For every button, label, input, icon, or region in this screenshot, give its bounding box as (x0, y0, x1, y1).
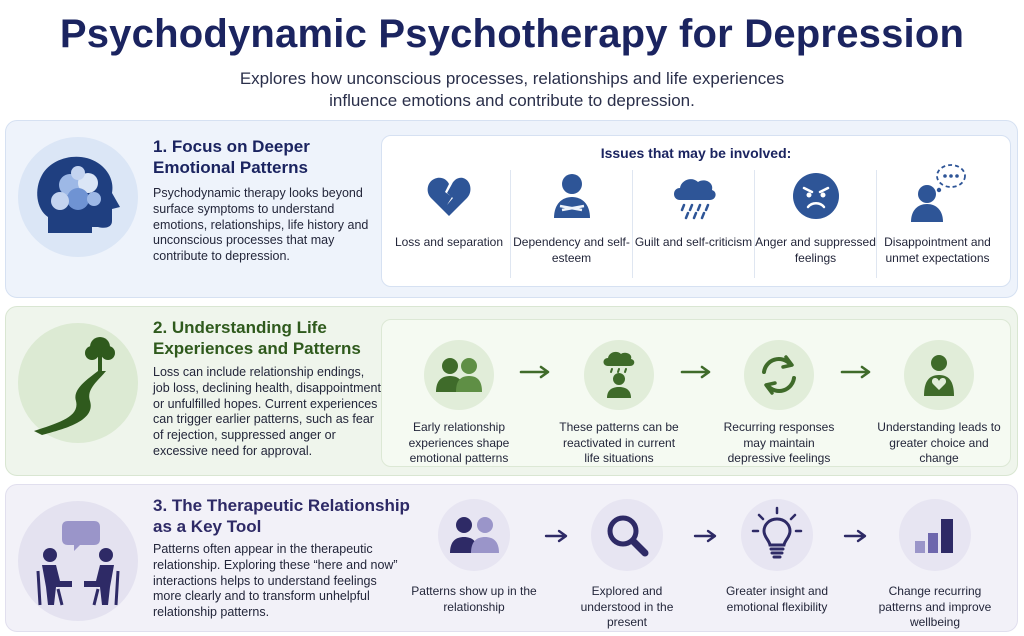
step-recurring: Recurring responses may maintain depress… (716, 332, 842, 465)
angry-face-icon (792, 172, 840, 220)
section-title: 3. The Therapeutic Relationship as a Key… (153, 496, 410, 536)
rain-cloud-icon (670, 172, 718, 220)
arrow-right-icon (693, 529, 717, 543)
lightbulb-icon (741, 499, 813, 571)
step-label: These patterns can be reactivated in cur… (559, 420, 679, 465)
step-explored: Explored and understood in the present (562, 495, 692, 629)
issues-heading: Issues that may be involved: (600, 145, 792, 161)
step-early-relationships: Early relationship experiences shape emo… (396, 332, 522, 465)
subtitle-line-1: Explores how unconscious processes, rela… (239, 69, 785, 88)
step-label: Recurring responses may maintain depress… (723, 420, 835, 465)
issue-loss: Loss and separation (388, 170, 510, 278)
self-hug-person-icon (548, 172, 596, 220)
page-subtitle: Explores how unconscious processes, rela… (0, 68, 1024, 112)
step-change-patterns: Change recurring patterns and improve we… (870, 495, 1000, 629)
two-people-icon (424, 340, 494, 410)
arrow-right-icon (544, 529, 568, 543)
step-greater-insight: Greater insight and emotional flexibilit… (712, 495, 842, 627)
issue-label: Anger and suppressed feelings (755, 235, 876, 265)
two-people-icon (438, 499, 510, 571)
issue-anger: Anger and suppressed feelings (754, 170, 876, 278)
therapy-session-icon (18, 501, 138, 621)
subtitle-line-2: influence emotions and contribute to dep… (329, 91, 695, 110)
section-description: Psychodynamic therapy looks beyond surfa… (153, 186, 369, 264)
issues-panel: Issues that may be involved: Loss and se… (381, 135, 1011, 287)
step-label: Patterns show up in the relationship (411, 584, 537, 614)
issue-label: Guilt and self-criticism (634, 235, 753, 249)
person-thought-bubble-icon (907, 162, 967, 222)
issue-guilt: Guilt and self-criticism (632, 170, 754, 278)
step-reactivated: These patterns can be reactivated in cur… (556, 332, 682, 465)
issue-label: Dependency and self-esteem (513, 235, 630, 265)
arrow-right-icon (519, 365, 550, 379)
arrow-right-icon (840, 365, 871, 379)
step-label: Explored and understood in the present (580, 584, 674, 629)
step-label: Greater insight and emotional flexibilit… (725, 584, 829, 614)
page-title: Psychodynamic Psychotherapy for Depressi… (59, 12, 965, 56)
step-label: Change recurring patterns and improve we… (878, 584, 992, 629)
person-rain-cloud-icon (584, 340, 654, 410)
issue-dependency: Dependency and self-esteem (510, 170, 632, 278)
cycle-arrows-icon (744, 340, 814, 410)
step-label: Understanding leads to greater choice an… (877, 420, 1001, 465)
section-title: 1. Focus on Deeper Emotional Patterns (153, 137, 310, 177)
magnifier-icon (591, 499, 663, 571)
section-description: Patterns often appear in the therapeutic… (153, 542, 398, 620)
arrow-right-icon (680, 365, 711, 379)
section-therapeutic-relationship: 3. The Therapeutic Relationship as a Key… (5, 484, 1018, 632)
broken-heart-icon (425, 172, 473, 220)
head-puzzle-icon (18, 137, 138, 257)
arrow-right-icon (843, 529, 867, 543)
rising-bars-icon (899, 499, 971, 571)
section-description: Loss can include relationship endings, j… (153, 365, 381, 458)
section-life-experiences: 2. Understanding Life Experiences and Pa… (5, 306, 1018, 476)
issue-label: Loss and separation (394, 235, 504, 249)
step-label: Early relationship experiences shape emo… (408, 420, 510, 465)
step-understanding: Understanding leads to greater choice an… (876, 332, 1002, 465)
step-patterns-show-up: Patterns show up in the relationship (409, 495, 539, 627)
person-heart-icon (904, 340, 974, 410)
steps-panel: Early relationship experiences shape emo… (381, 319, 1011, 467)
section-deeper-patterns: 1. Focus on Deeper Emotional Patterns Ps… (5, 120, 1018, 298)
section-title: 2. Understanding Life Experiences and Pa… (153, 318, 361, 358)
issue-disappointment: Disappointment and unmet expectations (876, 164, 998, 278)
winding-path-tree-icon (18, 323, 138, 443)
issue-label: Disappointment and unmet expectations (884, 235, 991, 265)
